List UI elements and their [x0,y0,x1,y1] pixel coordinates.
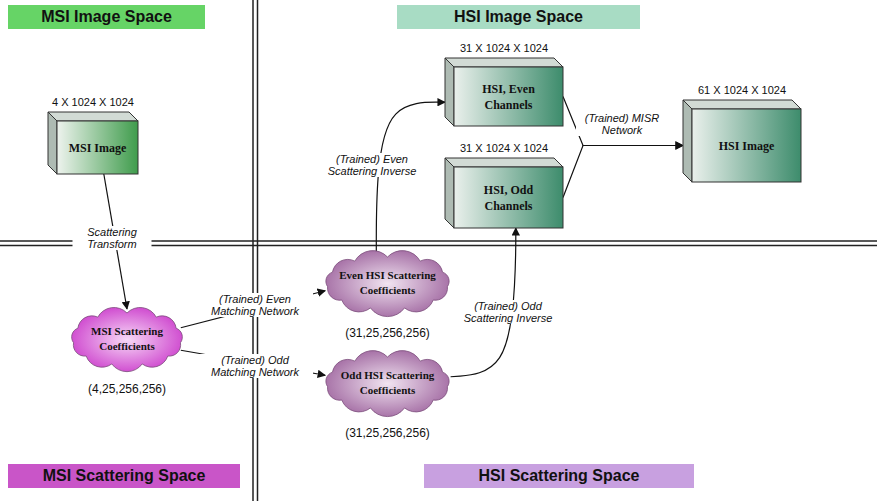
cube-front [57,121,138,174]
cube-side [48,112,57,174]
cube-top [445,158,563,167]
hsi-image-cube: HSI Image61 X 1024 X 1024 [683,100,801,182]
space-title: MSI Image Space [8,5,205,29]
edge-label: (Trained) Even Matching Network [197,293,313,317]
edge-label: (Trained) Odd Matching Network [197,354,313,378]
cube-side [445,158,454,228]
cube-top [48,112,138,121]
cube-side [445,58,454,126]
shape-label: (31,25,256,256) [345,426,430,440]
dimension-label: 61 X 1024 X 1024 [698,84,786,96]
text-holder: MSI Image [57,121,138,174]
edge-label: (Trained) Even Scattering Inverse [318,153,426,177]
text-holder: MSI Image Space [8,5,205,29]
node-label: MSI Scattering Coefficients [81,324,173,354]
text-holder: HSI Image Space [397,5,640,29]
flow-arrow [376,102,445,253]
edge-label: (Trained) Odd Scattering Inverse [454,300,562,324]
msi-scattering-cloud: MSI Scattering Coefficients(4,25,256,256… [66,306,188,372]
node-label: Odd HSI Scattering Coefficients [334,368,442,398]
flow-arrow [181,291,325,328]
cloud-outline [326,351,449,417]
cube-front [454,167,563,228]
text-holder: HSI Scattering Space [424,464,694,488]
cube-top [445,58,563,67]
shape-label: (31,25,256,256) [345,326,430,340]
flow-arrow [563,97,683,146]
node-label: MSI Image [69,140,127,156]
node-label: HSI Image [719,138,775,154]
text-holder: MSI Scattering Coefficients [66,306,188,372]
flow-arrow [563,146,683,198]
cube-side [683,100,692,182]
text-holder: HSI, Even Channels [454,67,563,126]
dimension-label: 31 X 1024 X 1024 [460,42,548,54]
text-holder: MSI Scattering Space [8,464,240,488]
text-holder: Odd HSI Scattering Coefficients [320,350,455,416]
cloud-shape [320,250,455,316]
even-scattering-cloud: Even HSI Scattering Coefficients(31,25,2… [320,250,455,316]
hsi-odd-cube: HSI, Odd Channels31 X 1024 X 1024 [445,158,563,228]
node-label: MSI Scattering Space [43,468,206,484]
cloud-outline [72,307,183,371]
edge-label: Scattering Transform [73,226,152,250]
cube-front [692,109,801,182]
dimension-label: 4 X 1024 X 1024 [52,96,134,108]
node-label: MSI Image Space [41,9,172,25]
node-label: HSI, Even Channels [469,81,549,113]
space-title: HSI Scattering Space [424,464,694,488]
hsi-even-cube: HSI, Even Channels31 X 1024 X 1024 [445,58,563,126]
text-holder: HSI Image [692,109,801,182]
msi-image-cube: MSI Image4 X 1024 X 1024 [48,112,138,174]
node-label: HSI, Odd Channels [469,182,549,214]
space-title: HSI Image Space [397,5,640,29]
node-label: HSI Scattering Space [479,468,640,484]
cube-top [683,100,801,109]
cube-front [454,67,563,126]
cloud-shape [320,350,455,416]
odd-scattering-cloud: Odd HSI Scattering Coefficients(31,25,25… [320,350,455,416]
edge-label: (Trained) MISR Network [576,112,668,136]
text-holder: HSI, Odd Channels [454,167,563,228]
text-holder: Even HSI Scattering Coefficients [320,250,455,316]
cloud-outline [326,251,449,317]
cloud-shape [66,306,188,372]
dimension-label: 31 X 1024 X 1024 [460,142,548,154]
node-label: Even HSI Scattering Coefficients [334,268,442,298]
space-title: MSI Scattering Space [8,464,240,488]
node-label: HSI Image Space [454,9,583,25]
shape-label: (4,25,256,256) [88,382,166,396]
